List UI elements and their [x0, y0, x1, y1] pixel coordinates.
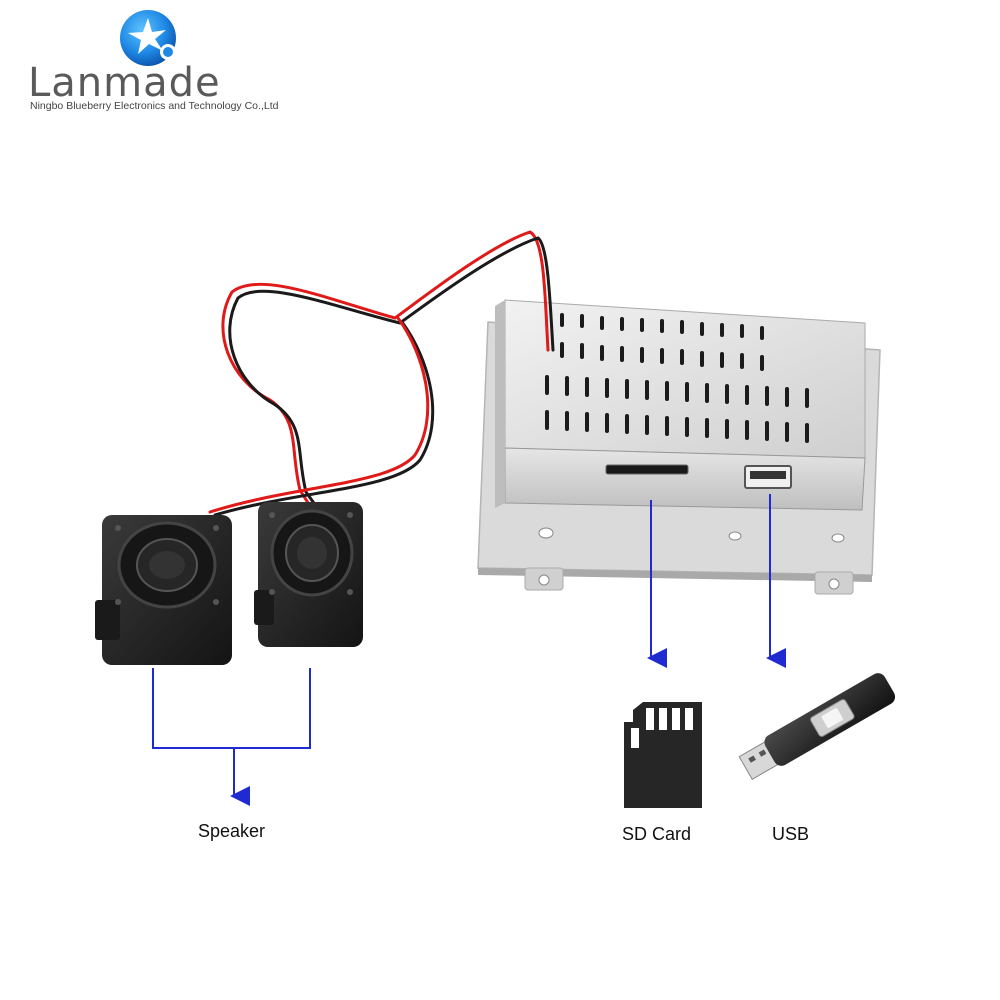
star-burst-logo-icon [120, 10, 176, 66]
controller-box [495, 299, 866, 511]
brand-company: Ningbo Blueberry Electronics and Technol… [30, 100, 279, 112]
sd-card-icon [624, 702, 702, 808]
usb-port [744, 465, 792, 489]
brand-name: Lanmade [28, 60, 221, 106]
speaker-left [95, 515, 232, 665]
vent-slots [545, 313, 809, 443]
usb-label: USB [772, 824, 810, 844]
speaker-arrow [152, 668, 311, 806]
speaker-right [254, 502, 363, 647]
speaker-label: Speaker [198, 821, 266, 841]
usb-stick-icon [738, 673, 896, 780]
speaker-wires [208, 230, 555, 517]
sd-card-label: SD Card [622, 824, 692, 844]
sd-card-slot [605, 464, 689, 475]
